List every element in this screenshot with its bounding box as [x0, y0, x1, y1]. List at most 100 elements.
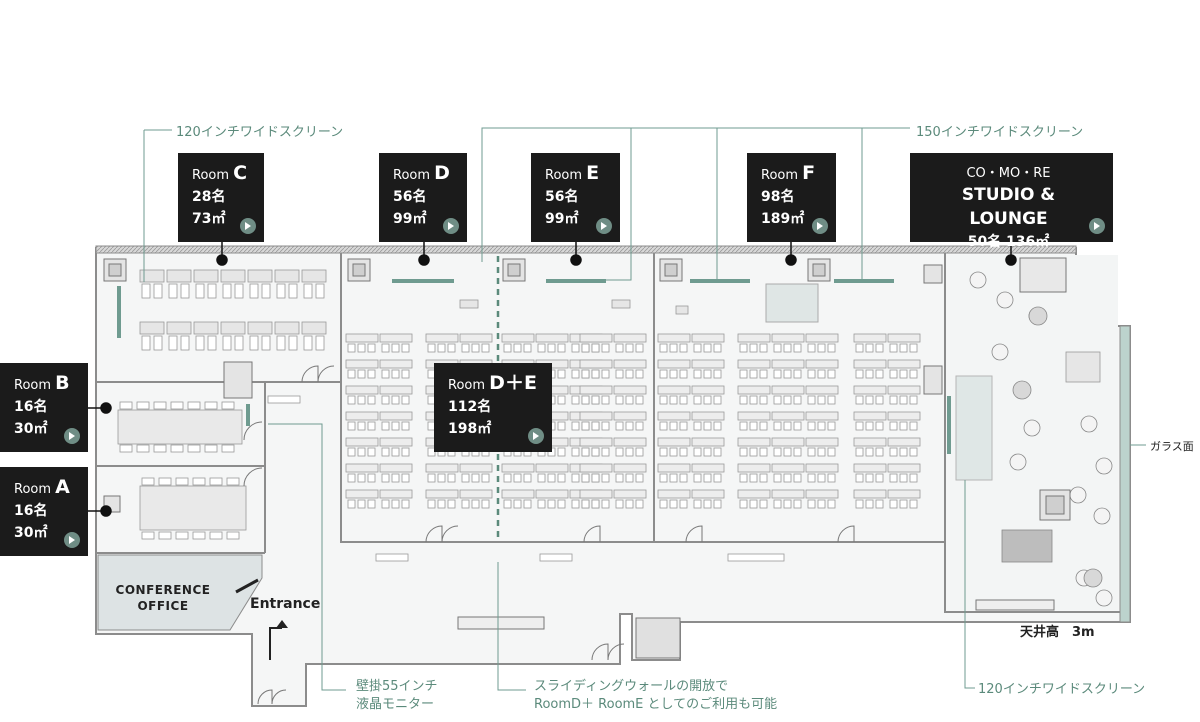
chevron-right-icon[interactable] [1089, 218, 1105, 234]
chair [557, 395, 566, 405]
desk [613, 385, 647, 395]
chair [807, 369, 816, 379]
chair [547, 473, 556, 483]
chair [739, 395, 748, 405]
room-a-card[interactable]: Room A 16名 30㎡ [0, 467, 88, 556]
chair [571, 421, 580, 431]
chevron-right-icon[interactable] [64, 532, 80, 548]
entrance-label: Entrance [250, 596, 321, 612]
chair [783, 369, 792, 379]
chair [357, 499, 366, 509]
chair [817, 473, 826, 483]
lounge-seat [996, 291, 1014, 309]
chair [889, 447, 898, 457]
chair [773, 447, 782, 457]
chair [391, 343, 400, 353]
chair [461, 499, 470, 509]
chair [807, 499, 816, 509]
chevron-right-icon[interactable] [240, 218, 256, 234]
desk [691, 437, 725, 447]
room-de-card[interactable]: Room D＋E 112名 198㎡ [434, 363, 552, 452]
chair [703, 421, 712, 431]
desk [737, 359, 771, 369]
chair [615, 447, 624, 457]
chair [679, 369, 688, 379]
chair [170, 444, 184, 453]
chair [195, 335, 205, 351]
chevron-right-icon[interactable] [596, 218, 612, 234]
chair [347, 447, 356, 457]
desk [691, 411, 725, 421]
sliding-line-1: スライディングウォールの開放で [534, 679, 729, 694]
chair [713, 447, 722, 457]
desk [737, 385, 771, 395]
chair [713, 421, 722, 431]
studio-lounge-card[interactable]: CO・MO・RE STUDIO & LOUNGE 50名 136㎡ [910, 153, 1113, 250]
sliding-line-2: RoomD＋ RoomE としてのご利用も可能 [534, 697, 778, 712]
chair [523, 343, 532, 353]
chair [889, 395, 898, 405]
desk [379, 437, 413, 447]
desk [805, 411, 839, 421]
chevron-right-icon[interactable] [528, 428, 544, 444]
chair [367, 369, 376, 379]
chair [855, 343, 864, 353]
chevron-right-icon[interactable] [812, 218, 828, 234]
chair [889, 499, 898, 509]
chair [635, 369, 644, 379]
chair [865, 395, 874, 405]
top-wall [95, 245, 1077, 254]
chair [659, 447, 668, 457]
chair [669, 369, 678, 379]
chair [481, 473, 490, 483]
room-c-card[interactable]: Room C 28名 73㎡ [178, 153, 264, 242]
chair [793, 473, 802, 483]
chair [713, 473, 722, 483]
desk [274, 269, 300, 283]
room-area: 73㎡ [192, 211, 226, 227]
chevron-right-icon[interactable] [443, 218, 459, 234]
lounge-seat [1069, 486, 1087, 504]
room-area: 30㎡ [14, 421, 48, 437]
chair [447, 343, 456, 353]
chair [381, 473, 390, 483]
chair [581, 473, 590, 483]
chair [170, 401, 184, 410]
chair [557, 343, 566, 353]
columns [103, 257, 1071, 659]
chair [381, 499, 390, 509]
desk [579, 385, 613, 395]
lounge-seat [1095, 589, 1113, 607]
desk [220, 321, 246, 335]
room-e-card[interactable]: Room E 56名 99㎡ [531, 153, 620, 242]
desk [579, 437, 613, 447]
chair [136, 401, 150, 410]
chevron-right-icon[interactable] [64, 428, 80, 444]
chair [119, 401, 133, 410]
chair [557, 473, 566, 483]
chair [759, 369, 768, 379]
lectern [611, 299, 631, 309]
chair [221, 444, 235, 453]
desk [771, 333, 805, 343]
chair [209, 477, 223, 486]
chair [537, 473, 546, 483]
chair [615, 395, 624, 405]
lectern [675, 305, 689, 315]
room-f-card[interactable]: Room F 98名 189㎡ [747, 153, 836, 242]
chair [669, 421, 678, 431]
chair [759, 499, 768, 509]
chair [693, 343, 702, 353]
desk [771, 489, 805, 499]
chair [357, 473, 366, 483]
chair [471, 473, 480, 483]
room-d-card[interactable]: Room D 56名 99㎡ [379, 153, 467, 242]
chair [783, 499, 792, 509]
conference-office-label: CONFERENCE OFFICE [108, 582, 218, 614]
chair [793, 369, 802, 379]
chair [391, 395, 400, 405]
chair [234, 283, 244, 299]
room-b-card[interactable]: Room B 16名 30㎡ [0, 363, 88, 452]
chair [571, 343, 580, 353]
chair [591, 421, 600, 431]
